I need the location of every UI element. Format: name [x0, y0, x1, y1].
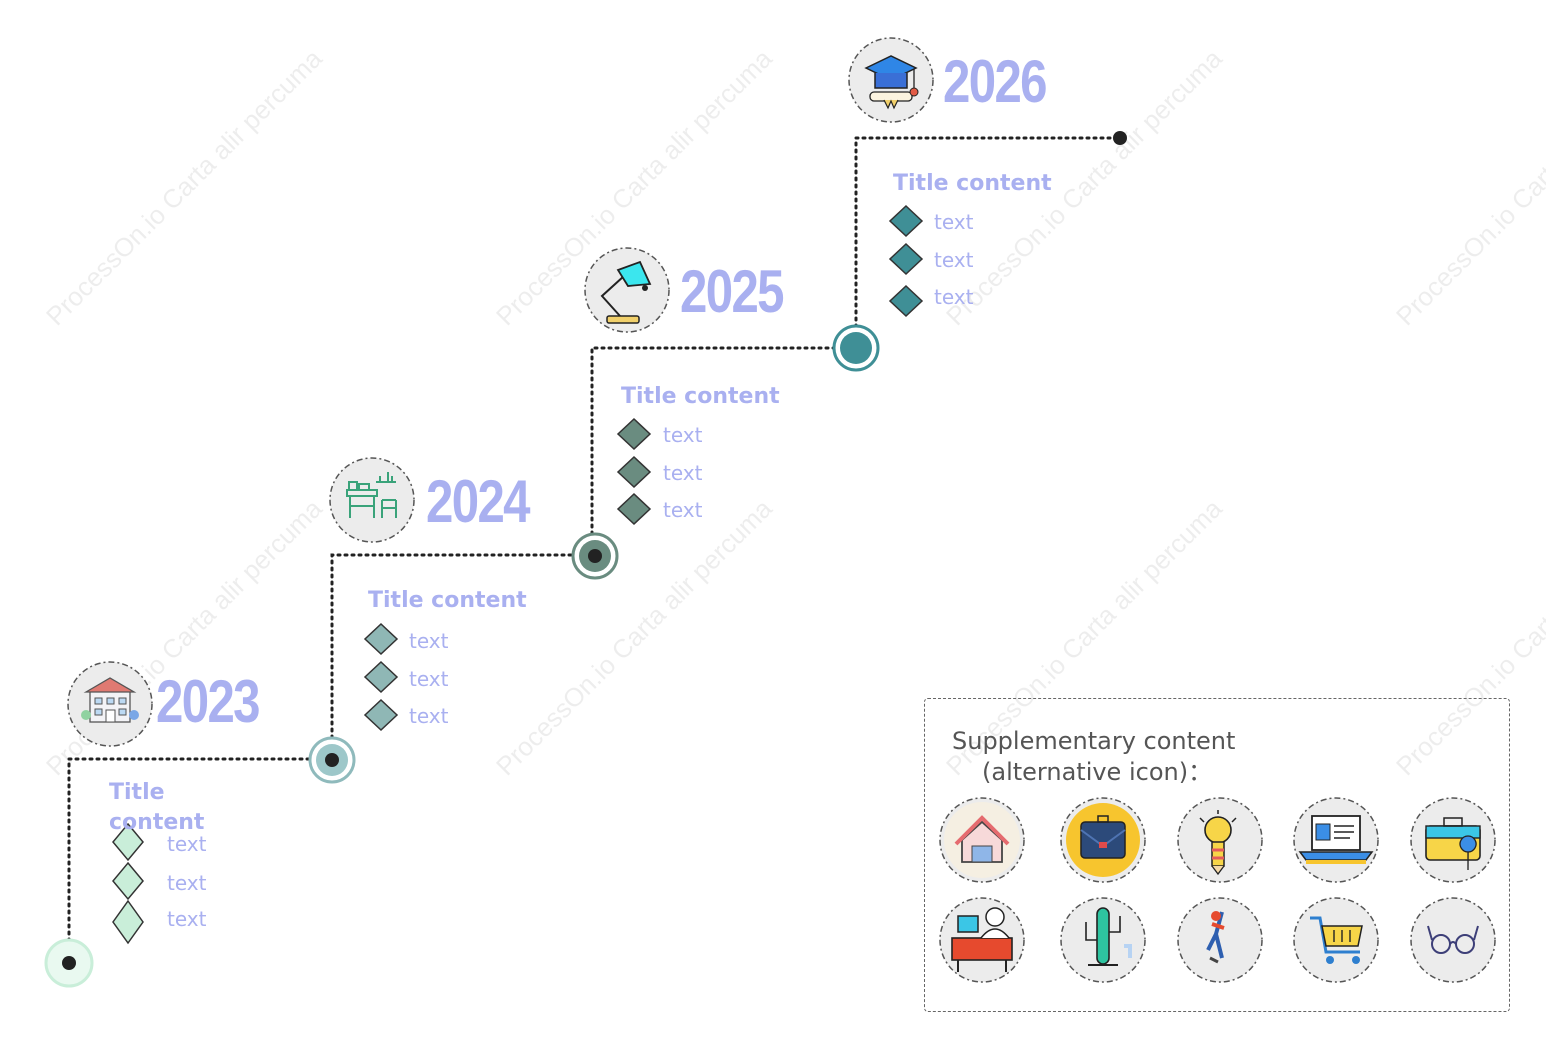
node-end [1113, 131, 1127, 145]
supplementary-title-line2: (alternative icon)： [982, 758, 1213, 786]
bullet-2023-2 [112, 861, 144, 901]
toolbox-location-icon [1425, 817, 1481, 871]
bullets-2025 [616, 417, 652, 526]
classroom-desk-icon [329, 457, 415, 543]
cactus-icon [1085, 907, 1132, 966]
item-2025-1: text [663, 423, 703, 447]
bullet-2024-3 [363, 698, 399, 732]
node-2025-start [571, 532, 619, 580]
supplementary-box [924, 698, 1510, 1012]
desk-lamp-icon [584, 247, 670, 333]
lightbulb-icon [1199, 810, 1237, 876]
title-2024: Title content [368, 588, 527, 613]
office-worker-icon [951, 907, 1013, 972]
graduation-cap-icon [848, 37, 934, 123]
item-2026-1: text [934, 210, 974, 234]
bullets-2023 [112, 822, 144, 945]
laptop-id-card-icon [1298, 815, 1374, 864]
bullets-2024 [363, 622, 399, 732]
item-2026-3: text [934, 285, 974, 309]
node-2026-start [832, 324, 880, 372]
glasses-icon [1427, 925, 1479, 954]
supplementary-title: Supplementary content (alternative icon)… [952, 726, 1235, 788]
bullet-2024-2 [363, 660, 399, 694]
climber-icon [1206, 911, 1225, 964]
item-2024-2: text [409, 667, 449, 691]
bullet-2026-2 [888, 242, 924, 276]
title-2025: Title content [621, 384, 780, 409]
bullet-2025-1 [616, 417, 652, 451]
year-2023: 2023 [156, 668, 261, 735]
shopping-cart-icon [1310, 916, 1363, 964]
item-2024-3: text [409, 704, 449, 728]
item-2025-2: text [663, 461, 703, 485]
item-2024-1: text [409, 629, 449, 653]
connector-2023 [67, 757, 334, 964]
item-2023-1: text [167, 832, 207, 856]
bullet-2023-3 [112, 899, 144, 945]
briefcase-icon [1066, 803, 1140, 877]
bullet-2025-3 [616, 492, 652, 526]
bullet-2026-3 [888, 284, 924, 318]
bullet-2023-1 [112, 822, 144, 862]
supplementary-title-line1: Supplementary content [952, 727, 1236, 755]
item-2025-3: text [663, 498, 703, 522]
year-2025: 2025 [680, 258, 785, 325]
bullet-2024-1 [363, 622, 399, 656]
item-2023-3: text [167, 907, 207, 931]
item-2023-2: text [167, 871, 207, 895]
bullets-2026 [888, 204, 924, 318]
bullet-2026-1 [888, 204, 924, 238]
node-2023-start [44, 938, 94, 988]
bullet-2025-2 [616, 455, 652, 489]
building-icon [67, 661, 153, 747]
node-2024-start [308, 736, 356, 784]
title-2026: Title content [893, 171, 1052, 196]
year-2026: 2026 [943, 48, 1048, 115]
year-2024: 2024 [426, 468, 531, 535]
house-icon [944, 802, 1020, 878]
title-2023: Title content [109, 780, 205, 835]
item-2026-2: text [934, 248, 974, 272]
connector-2026 [854, 136, 1122, 350]
connector-2024 [330, 553, 597, 761]
connector-2025 [590, 346, 858, 557]
